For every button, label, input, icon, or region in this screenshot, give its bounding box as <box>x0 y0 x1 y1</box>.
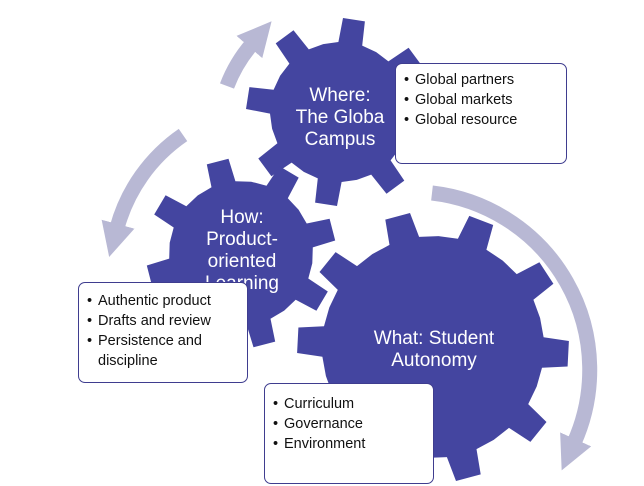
how-title-line: oriented <box>207 251 277 272</box>
where-gear-title: Where: The Globa Campus <box>287 85 393 151</box>
how-bullet-list: Authentic product Drafts and review Pers… <box>87 291 247 371</box>
list-item: Persistence and discipline <box>87 331 247 371</box>
where-bullet-list: Global partners Global markets Global re… <box>404 70 566 130</box>
curved-arrow-icon <box>431 185 598 471</box>
list-item: Global resource <box>404 110 566 130</box>
curved-arrow-icon <box>101 128 188 257</box>
list-item: Global partners <box>404 70 566 90</box>
what-title-line: What: Student <box>373 328 495 349</box>
list-item: Curriculum <box>273 394 433 414</box>
gear-icon <box>246 18 434 206</box>
curved-arrow-icon <box>219 21 272 89</box>
where-title-line: The Globa <box>295 107 385 128</box>
where-callout-box: Global partners Global markets Global re… <box>395 63 567 164</box>
list-item: Environment <box>273 434 433 454</box>
list-item: Governance <box>273 414 433 434</box>
how-title-line: Product- <box>206 229 278 250</box>
what-bullet-list: Curriculum Governance Environment <box>273 394 433 454</box>
how-title-line: How: <box>220 207 264 228</box>
where-title-line: Campus <box>304 129 376 150</box>
what-title-line: Autonomy <box>391 350 477 371</box>
what-gear-title: What: Student Autonomy <box>352 328 516 372</box>
where-title-line: Where: <box>309 85 371 106</box>
list-item: Authentic product <box>87 291 247 311</box>
list-item: Global markets <box>404 90 566 110</box>
how-callout-box: Authentic product Drafts and review Pers… <box>78 282 248 383</box>
list-item: Drafts and review <box>87 311 247 331</box>
what-callout-box: Curriculum Governance Environment <box>264 383 434 484</box>
